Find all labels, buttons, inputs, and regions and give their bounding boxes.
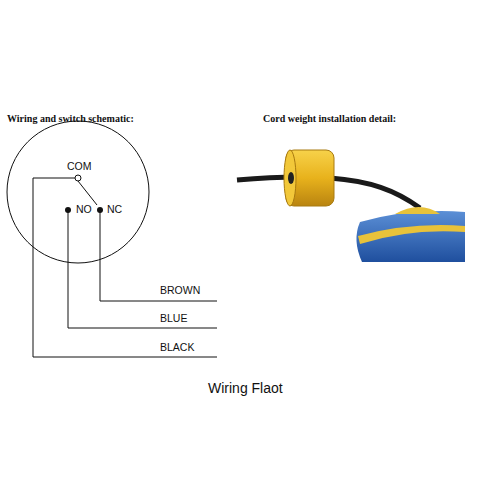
- wires: [33, 178, 217, 357]
- caption: Wiring Flaot: [208, 380, 283, 396]
- weight-hole: [288, 172, 294, 184]
- brown-wire: [100, 212, 217, 301]
- blue-wire: [68, 212, 217, 328]
- float-body: [356, 211, 465, 262]
- cord-weight-photo: [237, 150, 465, 262]
- wire-color-label: BLACK: [160, 341, 194, 353]
- black-wire: [33, 178, 217, 357]
- float-cap: [395, 207, 440, 214]
- housing-outline: [5, 120, 151, 264]
- wire-color-label: BLUE: [160, 312, 187, 324]
- terminal-label: NO: [76, 203, 92, 215]
- switch-housing: COM NO NC: [5, 120, 151, 264]
- terminal-label: COM: [67, 160, 92, 172]
- wire-color-label: BROWN: [160, 284, 200, 296]
- section-heading: Cord weight installation detail:: [263, 113, 396, 124]
- float-rim: [358, 225, 465, 244]
- terminal-label: NC: [107, 203, 122, 215]
- section-heading: Wiring and switch schematic:: [7, 113, 134, 124]
- weight-end: [284, 150, 296, 206]
